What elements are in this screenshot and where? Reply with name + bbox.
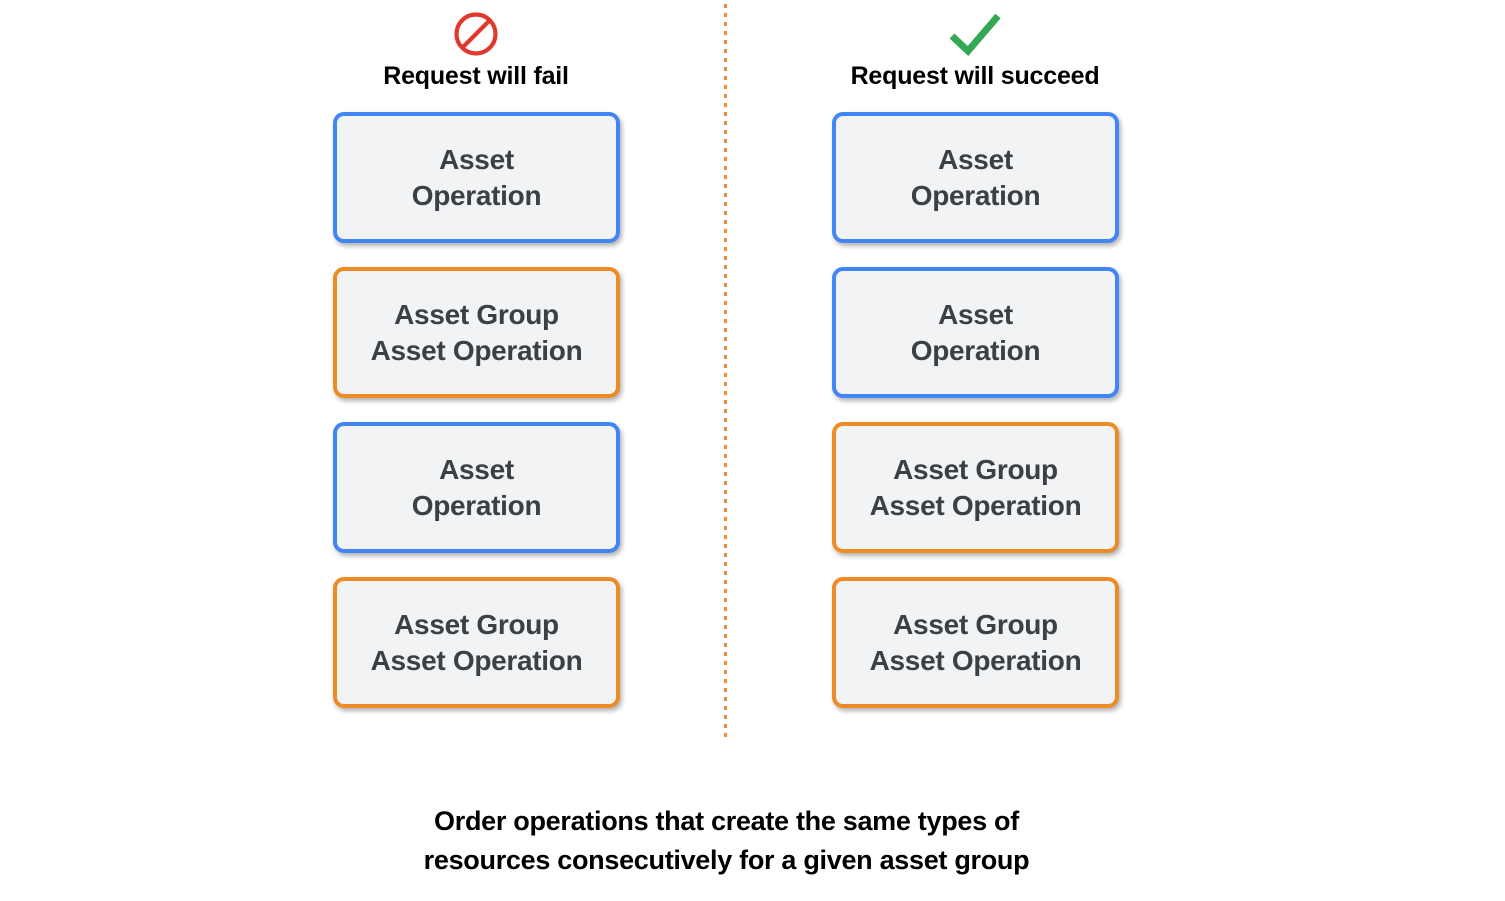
column-succeed-header: Request will succeed xyxy=(820,8,1130,91)
card-label: Asset Group Asset Operation xyxy=(370,608,583,676)
card-asset-operation[interactable]: Asset Operation xyxy=(333,112,620,243)
diagram-caption-text: Order operations that create the same ty… xyxy=(423,806,1030,875)
card-label: Asset Group Asset Operation xyxy=(370,298,583,366)
diagram-caption: Order operations that create the same ty… xyxy=(0,764,1505,879)
card-label: Asset Operation xyxy=(910,298,1041,366)
card-label: Asset Group Asset Operation xyxy=(869,608,1082,676)
column-fail-title: Request will fail xyxy=(383,62,569,90)
column-succeed-title: Request will succeed xyxy=(850,62,1100,90)
check-icon xyxy=(820,8,1130,60)
card-asset-group-asset-operation[interactable]: Asset Group Asset Operation xyxy=(832,422,1119,553)
card-asset-operation[interactable]: Asset Operation xyxy=(832,267,1119,398)
column-fail-card-list: Asset Operation Asset Group Asset Operat… xyxy=(333,112,620,708)
card-label: Asset Group Asset Operation xyxy=(869,453,1082,521)
card-asset-operation[interactable]: Asset Operation xyxy=(333,422,620,553)
card-label: Asset Operation xyxy=(910,143,1041,211)
column-divider xyxy=(724,4,727,742)
card-label: Asset Operation xyxy=(411,453,542,521)
card-asset-group-asset-operation[interactable]: Asset Group Asset Operation xyxy=(832,577,1119,708)
card-asset-operation[interactable]: Asset Operation xyxy=(832,112,1119,243)
column-succeed-card-list: Asset Operation Asset Operation Asset Gr… xyxy=(832,112,1119,708)
prohibition-icon xyxy=(321,8,631,60)
card-asset-group-asset-operation[interactable]: Asset Group Asset Operation xyxy=(333,267,620,398)
card-asset-group-asset-operation[interactable]: Asset Group Asset Operation xyxy=(333,577,620,708)
column-fail-header: Request will fail xyxy=(321,8,631,91)
card-label: Asset Operation xyxy=(411,143,542,211)
